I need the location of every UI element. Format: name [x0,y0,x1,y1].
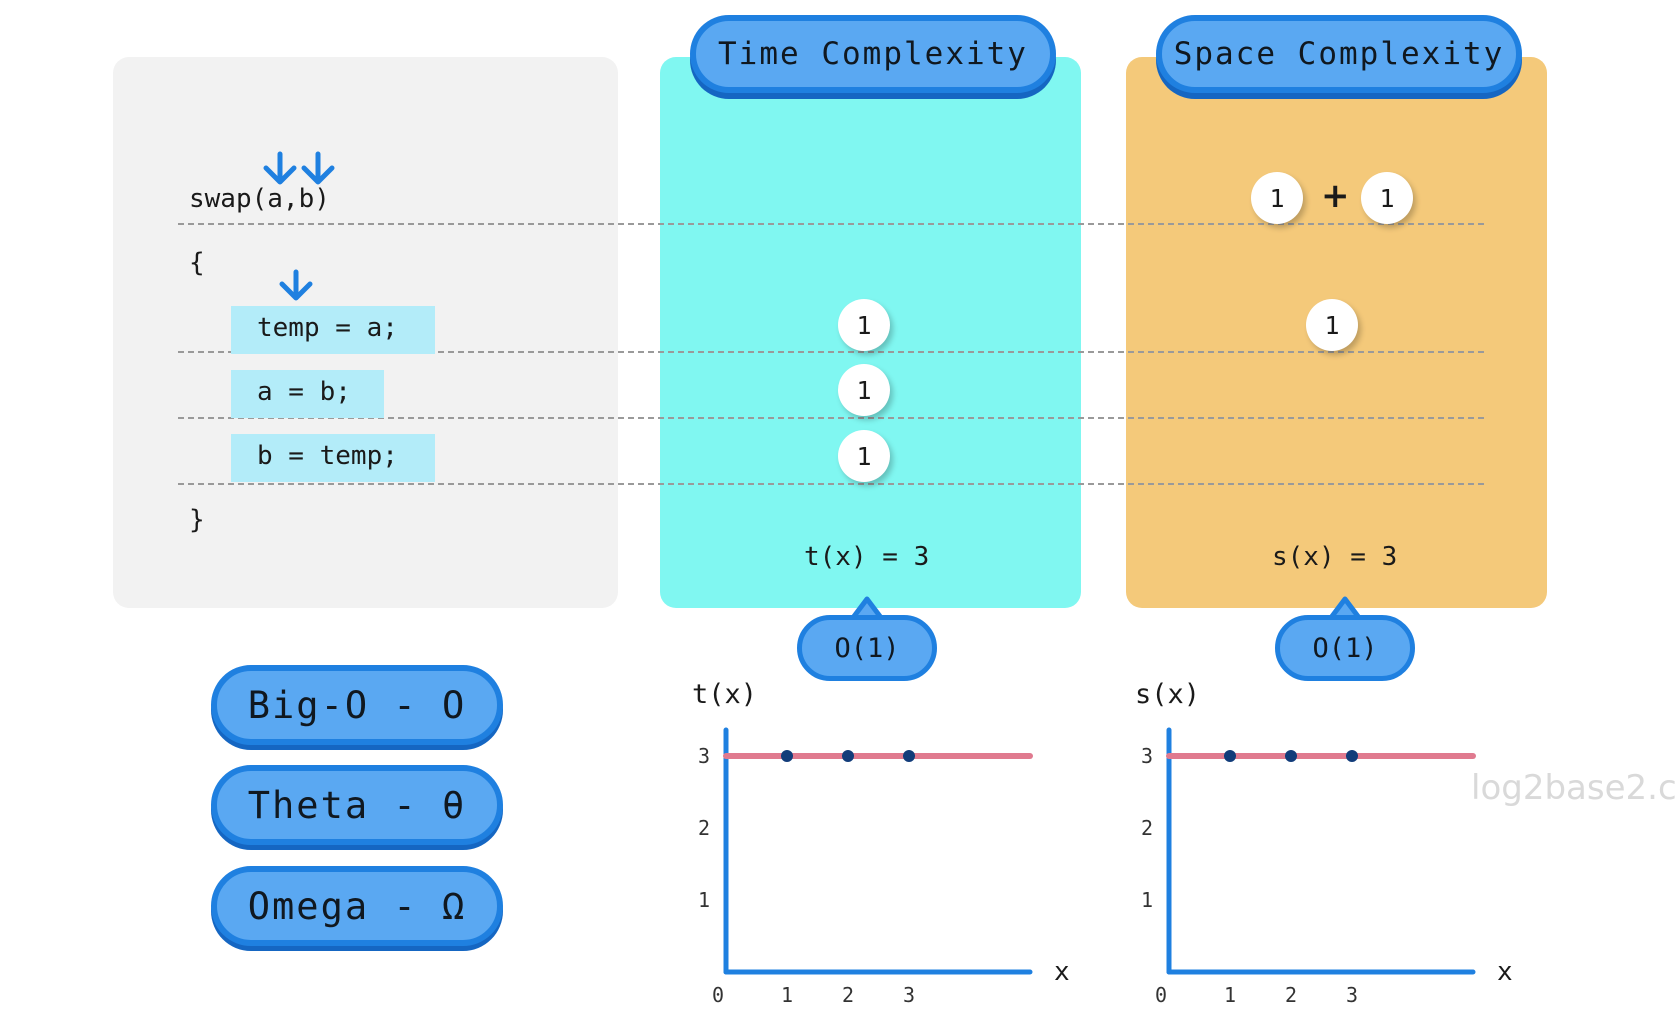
open-brace: { [189,248,205,278]
x-tick-label: 3 [903,983,915,1007]
space-param-count: 1 [1361,172,1413,224]
code-line: temp = a; [257,313,398,343]
space-complexity-header: Space Complexity [1156,15,1522,93]
close-brace: } [189,505,205,535]
row-divider [178,483,1484,485]
code-line-highlight [231,434,435,482]
y-tick-label: 3 [698,744,710,768]
data-point [1285,750,1297,762]
time-step-count: 1 [838,430,890,482]
data-point [781,750,793,762]
x-axis-label: x [1497,957,1513,987]
omega-notation-pill: Omega - Ω [211,866,503,946]
time-order-badge: O(1) [797,615,937,681]
y-tick-label: 1 [698,888,710,912]
y-tick-label: 3 [1141,744,1153,768]
data-point [842,750,854,762]
space-temp-count: 1 [1306,299,1358,351]
y-axis-label: s(x) [1135,679,1200,710]
x-axis-label: x [1054,957,1070,987]
time-chart: t(x) x 1 2 3 0 1 2 3 [692,679,1070,1007]
parameter-arrows-icon [263,151,335,185]
code-line-highlight [231,370,384,418]
x-tick-label: 3 [1346,983,1358,1007]
data-point [1224,750,1236,762]
time-step-count: 1 [838,299,890,351]
space-formula: s(x) = 3 [1272,542,1398,572]
function-signature: swap(a,b) [189,184,330,214]
code-line: a = b; [257,377,351,407]
temp-arrow-icon [279,269,313,301]
watermark: log2base2.c [1471,768,1677,808]
time-step-count: 1 [838,364,890,416]
y-tick-label: 2 [1141,816,1153,840]
space-chart: s(x) x 1 2 3 0 1 2 3 [1135,679,1513,1007]
plus-sign: + [1321,176,1350,216]
time-formula: t(x) = 3 [804,542,930,572]
data-point [903,750,915,762]
code-line: b = temp; [257,441,398,471]
x-tick-label: 2 [1285,983,1297,1007]
x-tick-label: 0 [712,983,724,1007]
x-tick-label: 2 [842,983,854,1007]
big-o-notation-pill: Big-O - O [211,665,503,745]
data-point [1346,750,1358,762]
y-tick-label: 2 [698,816,710,840]
x-tick-label: 0 [1155,983,1167,1007]
code-line-highlight [231,306,435,354]
time-complexity-header: Time Complexity [690,15,1056,93]
theta-notation-pill: Theta - θ [211,765,503,845]
y-axis-label: t(x) [692,679,757,710]
y-tick-label: 1 [1141,888,1153,912]
x-tick-label: 1 [781,983,793,1007]
space-order-badge: O(1) [1275,615,1415,681]
row-divider [178,223,1484,225]
row-divider [178,417,1484,419]
x-tick-label: 1 [1224,983,1236,1007]
row-divider [178,351,1484,353]
space-param-count: 1 [1251,172,1303,224]
